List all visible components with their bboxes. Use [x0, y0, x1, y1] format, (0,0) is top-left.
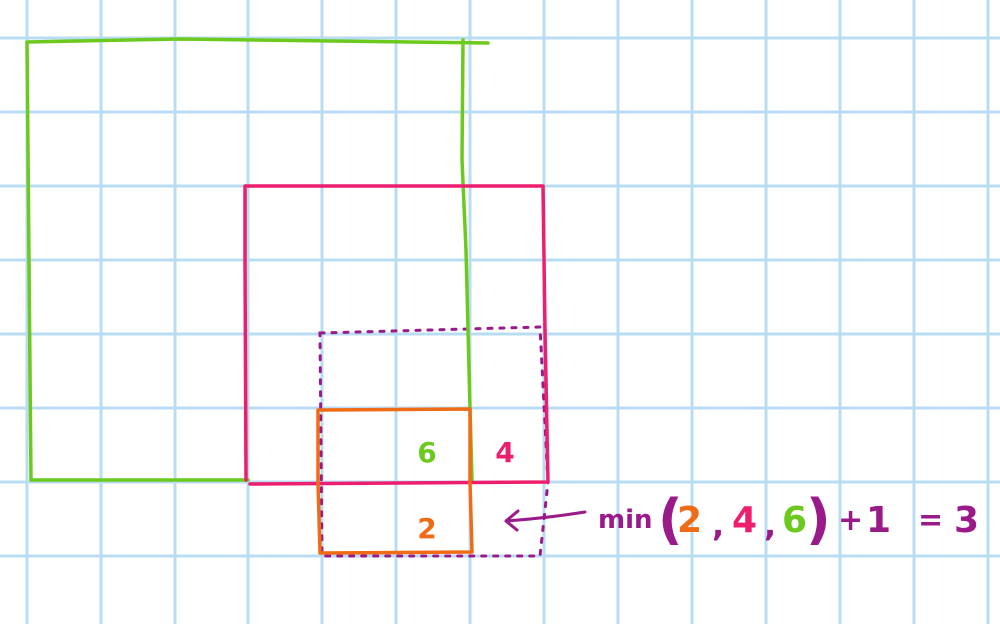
orange-value-label: 2 [417, 512, 436, 545]
formula-plus: + [838, 503, 863, 538]
green-value-label: 6 [417, 436, 436, 469]
formula-arg-4: 4 [732, 500, 757, 541]
pink-square [243, 184, 550, 486]
orange-square [316, 407, 474, 555]
formula-arg-6: 6 [782, 500, 807, 541]
arrow-icon [504, 509, 587, 532]
formula-one: 1 [866, 500, 891, 541]
formula-result: 3 [954, 500, 979, 541]
pink-value-label: 4 [495, 436, 514, 469]
formula-comma-1: , [712, 506, 724, 544]
formula-close-paren: ) [806, 488, 831, 551]
formula-open-paren: ( [658, 488, 683, 551]
formula-arg-2: 2 [677, 500, 702, 541]
formula-comma-2: , [764, 506, 776, 544]
formula: min ( 2 , 4 , 6 ) + 1 = 3 [598, 488, 979, 551]
formula-equals: = [918, 503, 943, 538]
formula-func: min [598, 505, 653, 535]
